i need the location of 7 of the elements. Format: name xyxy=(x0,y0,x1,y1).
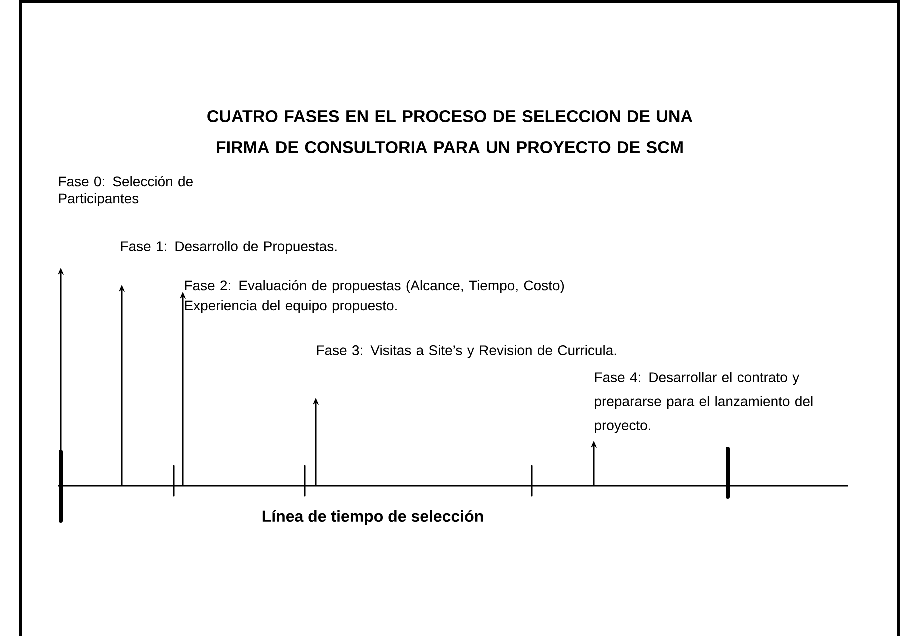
title: CUATRO FASES EN EL PROCESO DE SELECCION DE UNA FIRMA DE CONSULTORIA PARA UN PROYECTO DE SCM xyxy=(208,110,693,154)
phase-label: Fase 0: Selección de Participantes xyxy=(59,176,193,206)
phase-label: Fase 2: Evaluación de propuestas (Alcance, Tiempo, Costo) Experiencia del equipo propuesto. xyxy=(185,280,564,314)
phase-label: Fase 4: Desarrollar el contrato y prepararse para el lanzamiento del proyecto. xyxy=(595,372,813,434)
phase-label: Fase 3: Visitas a Site’s y Revision de Curricula. xyxy=(317,345,616,358)
phase-label: Fase 1: Desarrollo de Propuestas. xyxy=(121,241,337,254)
axis-label: Línea de tiempo de selección xyxy=(262,510,484,526)
